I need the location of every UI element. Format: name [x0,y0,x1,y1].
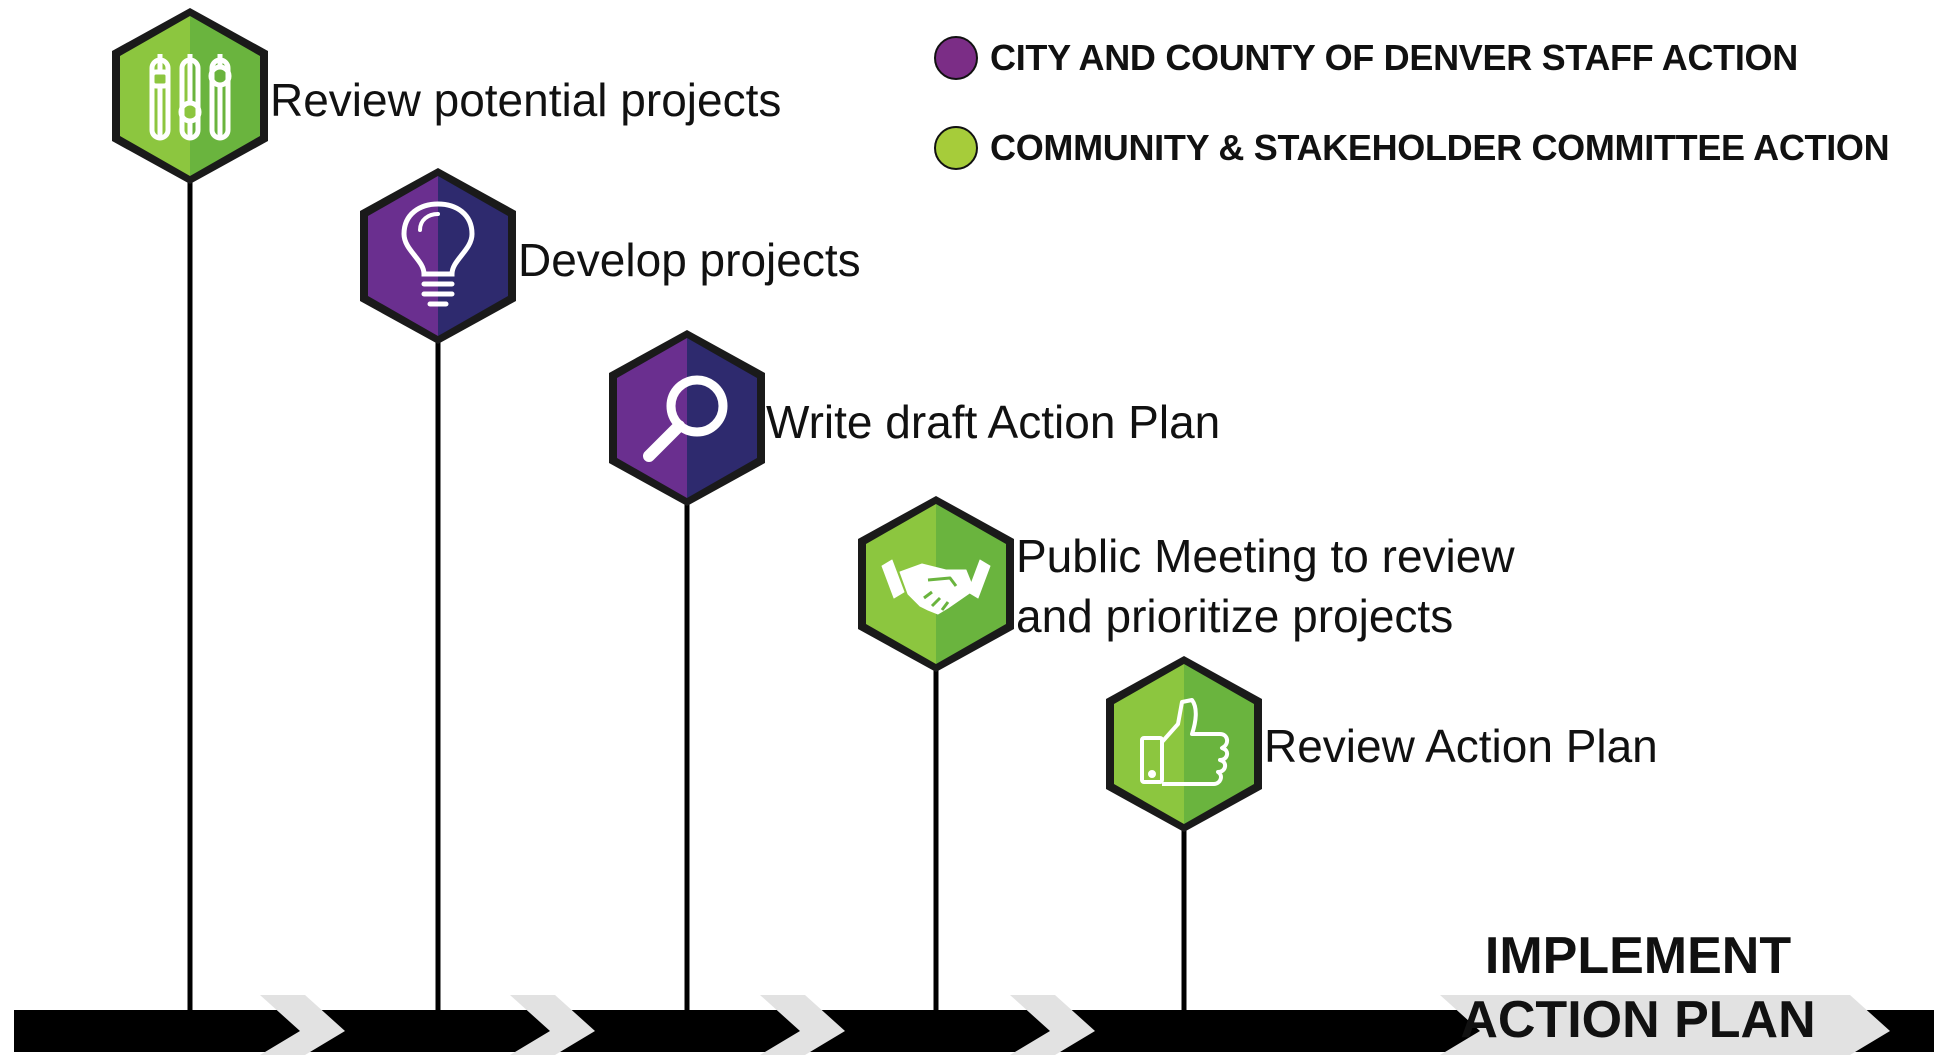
chevron-4 [1010,995,1095,1055]
legend-community: COMMUNITY & STAKEHOLDER COMMITTEE ACTION [934,126,1890,170]
step-5-label: Review Action Plan [1264,716,1658,776]
legend-dot-purple [934,36,978,80]
step-1-hexagon [112,8,268,184]
step-4-label-line1: Public Meeting to review [1016,530,1515,582]
step-2-label: Develop projects [518,230,861,290]
step-5-label-text: Review Action Plan [1264,720,1658,772]
legend-dot-green [934,126,978,170]
legend-staff: CITY AND COUNTY OF DENVER STAFF ACTION [934,36,1798,80]
step-4-hexagon [858,496,1014,672]
handshake-icon [881,559,991,615]
step-3-hexagon [609,330,765,506]
chevron-final [1440,995,1890,1055]
magnifier-icon [643,375,728,462]
step-4-label-line2: and prioritize projects [1016,590,1454,642]
sliders-icon [149,54,232,141]
step-1-label-text: Review potential projects [270,74,782,126]
legend-community-label: COMMUNITY & STAKEHOLDER COMMITTEE ACTION [990,127,1890,168]
step-stems [187,180,1187,1012]
implement-label: IMPLEMENT ACTION PLAN [1418,924,1858,1052]
step-2-hexagon [360,168,516,344]
step-4-label: Public Meeting to review and prioritize … [1016,526,1515,646]
lightbulb-icon [401,201,475,307]
implement-label-line2: ACTION PLAN [1460,991,1816,1049]
thumbs-up-icon [1140,698,1229,786]
step-5-hexagon [1106,656,1262,832]
timeline-arrow [14,995,1934,1055]
chevron-2 [510,995,595,1055]
step-3-label-text: Write draft Action Plan [766,396,1221,448]
step-2-label-text: Develop projects [518,234,861,286]
legend-staff-label: CITY AND COUNTY OF DENVER STAFF ACTION [990,37,1798,78]
step-1-label: Review potential projects [270,70,781,130]
implement-label-line1: IMPLEMENT [1484,927,1792,985]
chevron-3 [760,995,845,1055]
chevron-1 [260,995,345,1055]
step-3-label: Write draft Action Plan [766,392,1220,452]
